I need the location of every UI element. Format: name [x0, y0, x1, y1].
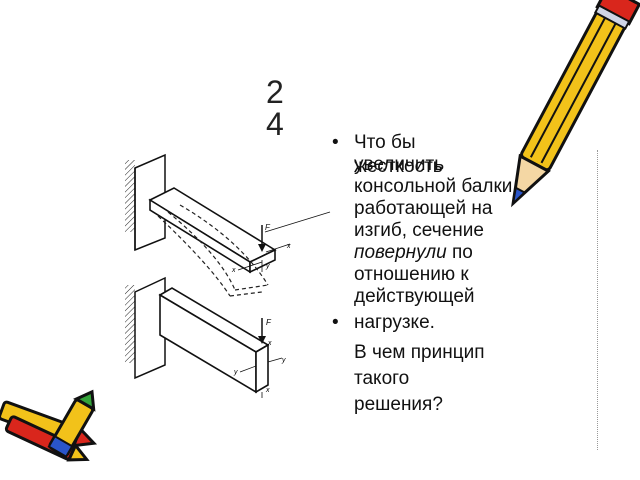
question-text: В чем принцип такого решения?: [354, 340, 572, 418]
overlap-word-2: жесткость: [354, 156, 443, 177]
upper-beam: F x y x: [148, 187, 331, 297]
bullet-line: отношению к: [354, 264, 469, 285]
pencil-icon: [511, 0, 640, 208]
question-line-3: решения?: [354, 394, 443, 415]
axis-label-y-top: y: [265, 263, 270, 270]
overlapping-text: увеличить жесткость: [354, 154, 572, 177]
bullet-question-2: нагрузке. В чем принцип такого решения?: [332, 312, 572, 418]
slide-number-line-1: 2: [266, 74, 286, 110]
overlap-word-1: увеличить: [354, 154, 445, 175]
bullet-line-italic: повернули по: [354, 242, 572, 264]
force-label-top: F: [265, 223, 271, 232]
axis-label-x-bottom: x: [267, 340, 272, 347]
divider-line: [597, 150, 598, 450]
axis-label-x2-bottom: x: [265, 387, 270, 394]
question-line-2: такого: [354, 368, 410, 389]
axis-label-x-top: x: [286, 243, 291, 250]
bullet-line: работающей на: [354, 198, 493, 219]
force-label-bottom: F: [266, 318, 272, 327]
crayons-icon: [0, 389, 98, 462]
lower-wall: [125, 276, 166, 380]
bullet-line: нагрузке.: [354, 312, 435, 333]
axis-label-z-top: x: [231, 267, 236, 274]
slide-number: 2 4: [266, 76, 286, 140]
italic-word: повернули: [354, 242, 447, 263]
axis-label-z-bottom: y: [233, 369, 238, 376]
body-text: Что бы увеличить жесткость консольной ба…: [332, 132, 572, 418]
slide-number-line-2: 4: [266, 106, 286, 142]
bullet-line: действующей: [354, 286, 475, 307]
axis-label-y-bottom: y: [281, 357, 286, 364]
lower-beam: F x y y x: [158, 287, 286, 398]
bullet-line: Что бы: [354, 132, 416, 153]
question-line-1: В чем принцип: [354, 342, 485, 363]
bullet-line: изгиб, сечение: [354, 220, 484, 241]
bullet-question-1: Что бы увеличить жесткость консольной ба…: [332, 132, 572, 308]
after-italic: по: [446, 242, 473, 263]
bullet-line: консольной балки,: [354, 176, 518, 197]
